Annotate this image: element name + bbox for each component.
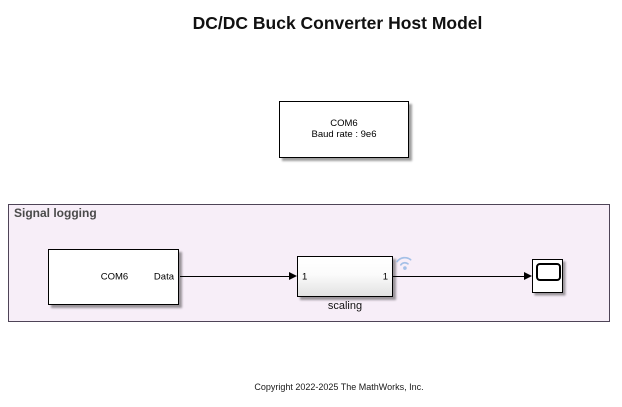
scaling-block-caption: scaling <box>327 300 363 312</box>
signal-logging-area-label: Signal logging <box>14 206 97 220</box>
wifi-icon[interactable] <box>394 249 415 274</box>
host-serial-port-label: COM6 <box>330 118 358 129</box>
copyright-annotation: Copyright 2022-2025 The MathWorks, Inc. <box>254 382 424 392</box>
arrowhead-scaling-input <box>289 272 297 280</box>
model-title: DC/DC Buck Converter Host Model <box>192 13 483 33</box>
serial-receive-block[interactable]: COM6 Data <box>48 249 179 305</box>
scaling-output-port-label: 1 <box>382 271 388 282</box>
serial-receive-data-port-label: Data <box>153 271 174 283</box>
scaling-input-port-label: 1 <box>302 271 308 282</box>
scope-icon <box>536 263 561 281</box>
host-baud-rate-label: Baud rate : 9e6 <box>311 128 377 140</box>
scaling-block[interactable]: 1 1 <box>297 256 393 297</box>
wire-serial-to-scaling[interactable] <box>180 276 290 277</box>
scope-block[interactable] <box>532 259 563 293</box>
arrowhead-scope-input <box>524 272 532 280</box>
host-serial-config-block[interactable]: COM6 Baud rate : 9e6 <box>279 101 409 158</box>
serial-receive-block-name: COM6 <box>100 271 129 283</box>
wire-scaling-to-scope[interactable] <box>393 276 525 277</box>
